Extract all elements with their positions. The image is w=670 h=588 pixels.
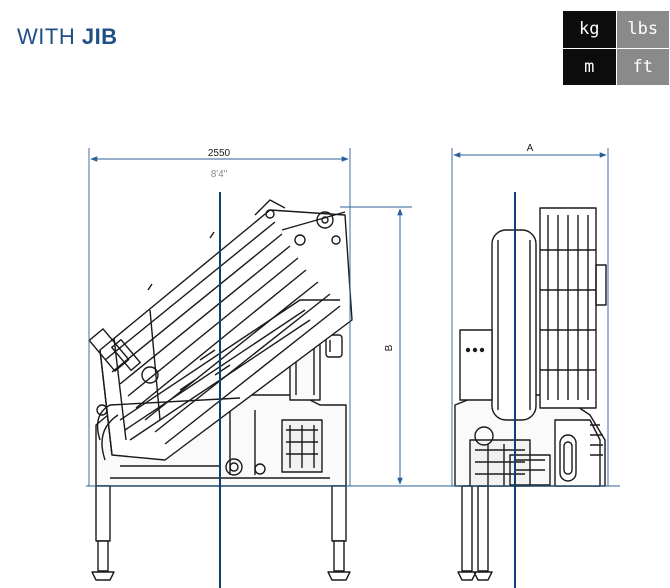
unit-kg-button[interactable]: kg xyxy=(563,11,616,48)
unit-m-button[interactable]: m xyxy=(563,48,616,85)
side-view xyxy=(454,207,607,581)
port-circle-large xyxy=(225,458,243,476)
right-stabilizer-leg xyxy=(327,485,351,581)
centerlines xyxy=(219,192,516,588)
side-dimension-label: A xyxy=(527,143,534,154)
dimension-lines xyxy=(86,148,620,487)
unit-lbs-button[interactable]: lbs xyxy=(616,11,669,48)
side-stabilizer-legs xyxy=(457,485,493,581)
title-emphasis: JIB xyxy=(81,24,118,49)
height-dimension-label: B xyxy=(384,344,395,351)
title-prefix: WITH xyxy=(17,24,76,49)
width-ft-label: 8'4" xyxy=(211,169,228,180)
page-title: WITH JIB xyxy=(17,24,118,50)
lower-arm xyxy=(96,397,241,461)
width-mm-label: 2550 xyxy=(208,148,231,159)
side-cabinet xyxy=(459,329,493,401)
unit-ft-button[interactable]: ft xyxy=(616,48,669,85)
unit-toggle[interactable]: kg lbs m ft xyxy=(563,11,669,85)
left-stabilizer-leg xyxy=(91,485,115,581)
port-circle-small xyxy=(254,463,266,475)
slewing-ring xyxy=(559,434,577,482)
